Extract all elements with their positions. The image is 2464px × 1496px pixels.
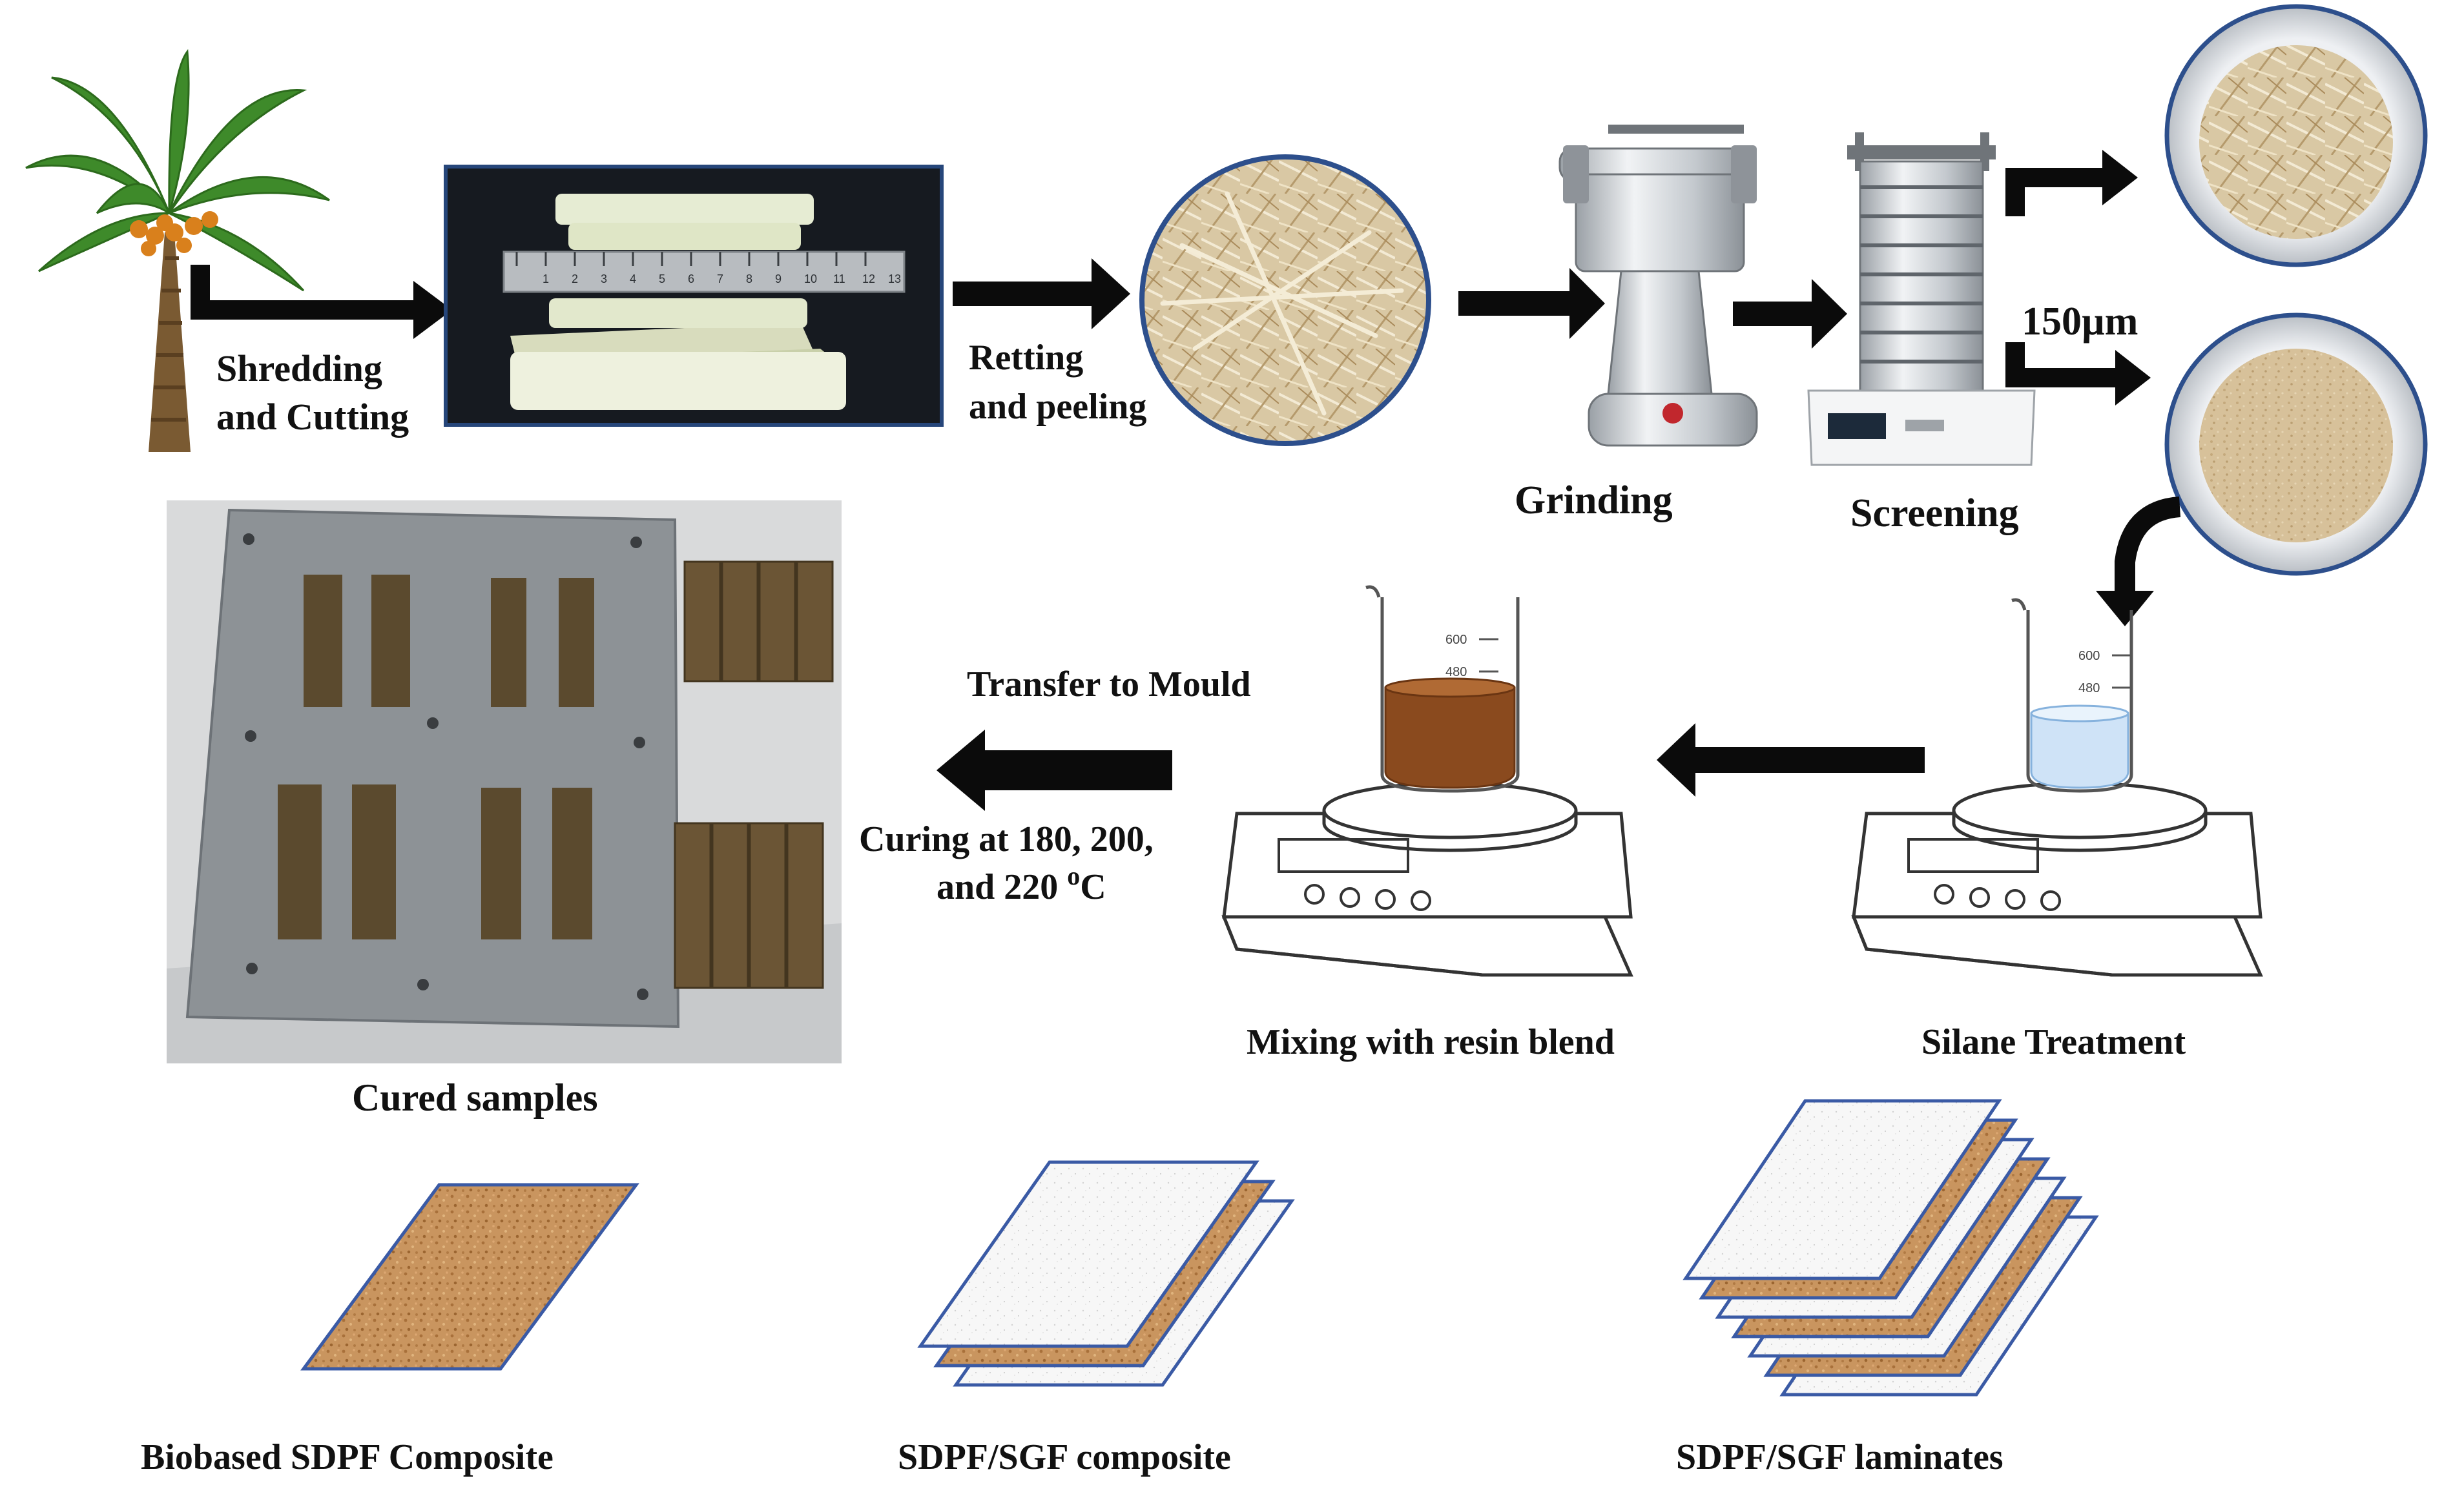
mixing-stirrer-icon: 600 480	[1221, 585, 1633, 977]
sdpf-sgf-composite-mat	[917, 1160, 1295, 1387]
cured-label: Cured samples	[352, 1076, 598, 1119]
sdpf-sgf-laminates-mat	[1682, 1099, 2099, 1397]
silane-stirrer-icon: 600 480	[1851, 598, 2263, 977]
grinding-label: Grinding	[1515, 478, 1673, 522]
mesh-size-label: 150µm	[2022, 300, 2138, 343]
arrow-retting-icon	[953, 258, 1130, 329]
curing-label-2-sup: o	[1067, 861, 1080, 890]
fibers-photo	[1139, 154, 1431, 446]
sieve-shaker-icon	[1807, 132, 2036, 466]
laminates-label: SDPF/SGF laminates	[1676, 1437, 2003, 1477]
ruler-num: 7	[717, 272, 723, 285]
beaker-mark-lower: 480	[1445, 665, 1467, 679]
screening-label: Screening	[1850, 491, 2019, 535]
beaker-mark-upper: 600	[1445, 633, 1467, 647]
ruler-num: 8	[746, 272, 752, 285]
curing-label-2-post: C	[1080, 867, 1106, 907]
fine-powder-bowl	[2164, 313, 2428, 576]
ruler-num: 13	[888, 272, 901, 285]
ruler-num: 1	[543, 272, 549, 285]
retting-label-1: Retting	[969, 338, 1083, 378]
coarse-powder-bowl	[2164, 4, 2428, 267]
ruler-num: 9	[775, 272, 782, 285]
arrow-grind-icon	[1458, 268, 1605, 339]
biobased-composite-mat	[300, 1183, 639, 1371]
ruler-num: 2	[572, 272, 578, 285]
retting-label-2: and peeling	[969, 387, 1146, 427]
curing-label-1: Curing at 180, 200,	[859, 819, 1154, 859]
arrow-to-mixing-icon	[1657, 723, 1925, 797]
arrow-screen-icon	[1733, 279, 1847, 349]
arrow-branch-upper-icon	[2005, 150, 2138, 216]
silane-label: Silane Treatment	[1921, 1022, 2186, 1062]
beaker-mark-lower: 480	[2078, 681, 2100, 695]
shredding-label-1: Shredding	[216, 347, 382, 389]
grinder-icon	[1558, 125, 1758, 447]
ruler-num: 12	[862, 272, 875, 285]
shredding-label-2: and Cutting	[216, 396, 409, 438]
cured-samples-photo	[167, 500, 842, 1063]
curing-label-2: and 220 oC	[937, 861, 1106, 907]
ruler-num: 4	[630, 272, 636, 285]
arrow-shred-icon	[191, 265, 452, 339]
ruler-num: 6	[688, 272, 694, 285]
ruler-num: 5	[659, 272, 665, 285]
ruler-numbers: 1 2 3 4 5 6 7 8 9 10 11 12 13	[543, 272, 901, 285]
ruler-num: 3	[601, 272, 607, 285]
ruler-num: 10	[804, 272, 817, 285]
palm-tree-icon	[25, 48, 330, 452]
arrow-to-silane-icon	[2096, 497, 2181, 626]
mixing-label: Mixing with resin blend	[1247, 1022, 1615, 1062]
ruler-num: 11	[833, 272, 845, 285]
composite-label: SDPF/SGF composite	[898, 1437, 1231, 1477]
arrow-branch-lower-icon	[2005, 342, 2151, 405]
arrow-to-mould-icon	[937, 730, 1172, 811]
biobased-label: Biobased SDPF Composite	[141, 1437, 554, 1477]
curing-label-2-pre: and 220	[937, 867, 1067, 907]
transfer-label: Transfer to Mould	[967, 664, 1251, 704]
beaker-mark-upper: 600	[2078, 649, 2100, 663]
ruler-ticks	[515, 252, 867, 266]
cut-stalks-photo: 1 2 3 4 5 6 7 8 9 10 11 12 13	[444, 165, 944, 427]
